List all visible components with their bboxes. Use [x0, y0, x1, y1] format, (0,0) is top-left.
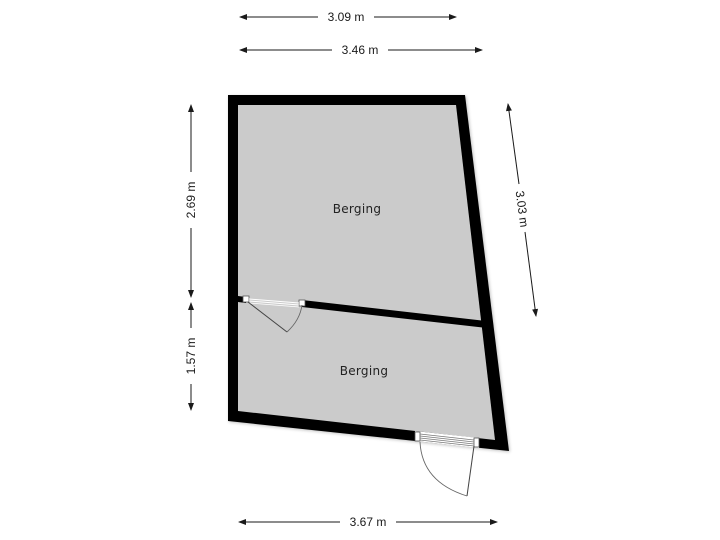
- dimension-bottom: 3.67 m: [238, 515, 498, 529]
- building-outline: [228, 95, 509, 451]
- door-leaf: [466, 445, 475, 497]
- door-swing-arc: [286, 304, 303, 333]
- interior-door[interactable]: [242, 295, 306, 333]
- exterior-door[interactable]: [414, 431, 480, 497]
- room-label-upper: Berging: [333, 202, 382, 216]
- dimension-label: 1.57 m: [184, 338, 198, 375]
- door-jamb-left: [242, 295, 250, 303]
- door-swing-arc: [419, 441, 468, 497]
- door-leaf: [247, 301, 288, 333]
- dimension-top-inner: 3.09 m: [239, 10, 457, 24]
- dimension-label: 3.46 m: [342, 43, 379, 57]
- dimension-left-upper: 2.69 m: [184, 104, 198, 298]
- dimension-right-slanted: 3.03 m: [505, 103, 539, 317]
- dimension-top-outer: 3.46 m: [239, 43, 483, 57]
- dimension-label: 3.03 m: [513, 190, 532, 228]
- dimension-label: 3.09 m: [328, 10, 365, 24]
- dimension-left-lower: 1.57 m: [184, 302, 198, 411]
- door-jamb-left: [414, 431, 421, 442]
- room-label-lower: Berging: [340, 364, 389, 378]
- floor-area: [238, 105, 495, 440]
- door-jamb-right: [473, 437, 480, 448]
- dimension-label: 2.69 m: [184, 182, 198, 219]
- dimension-label: 3.67 m: [350, 515, 387, 529]
